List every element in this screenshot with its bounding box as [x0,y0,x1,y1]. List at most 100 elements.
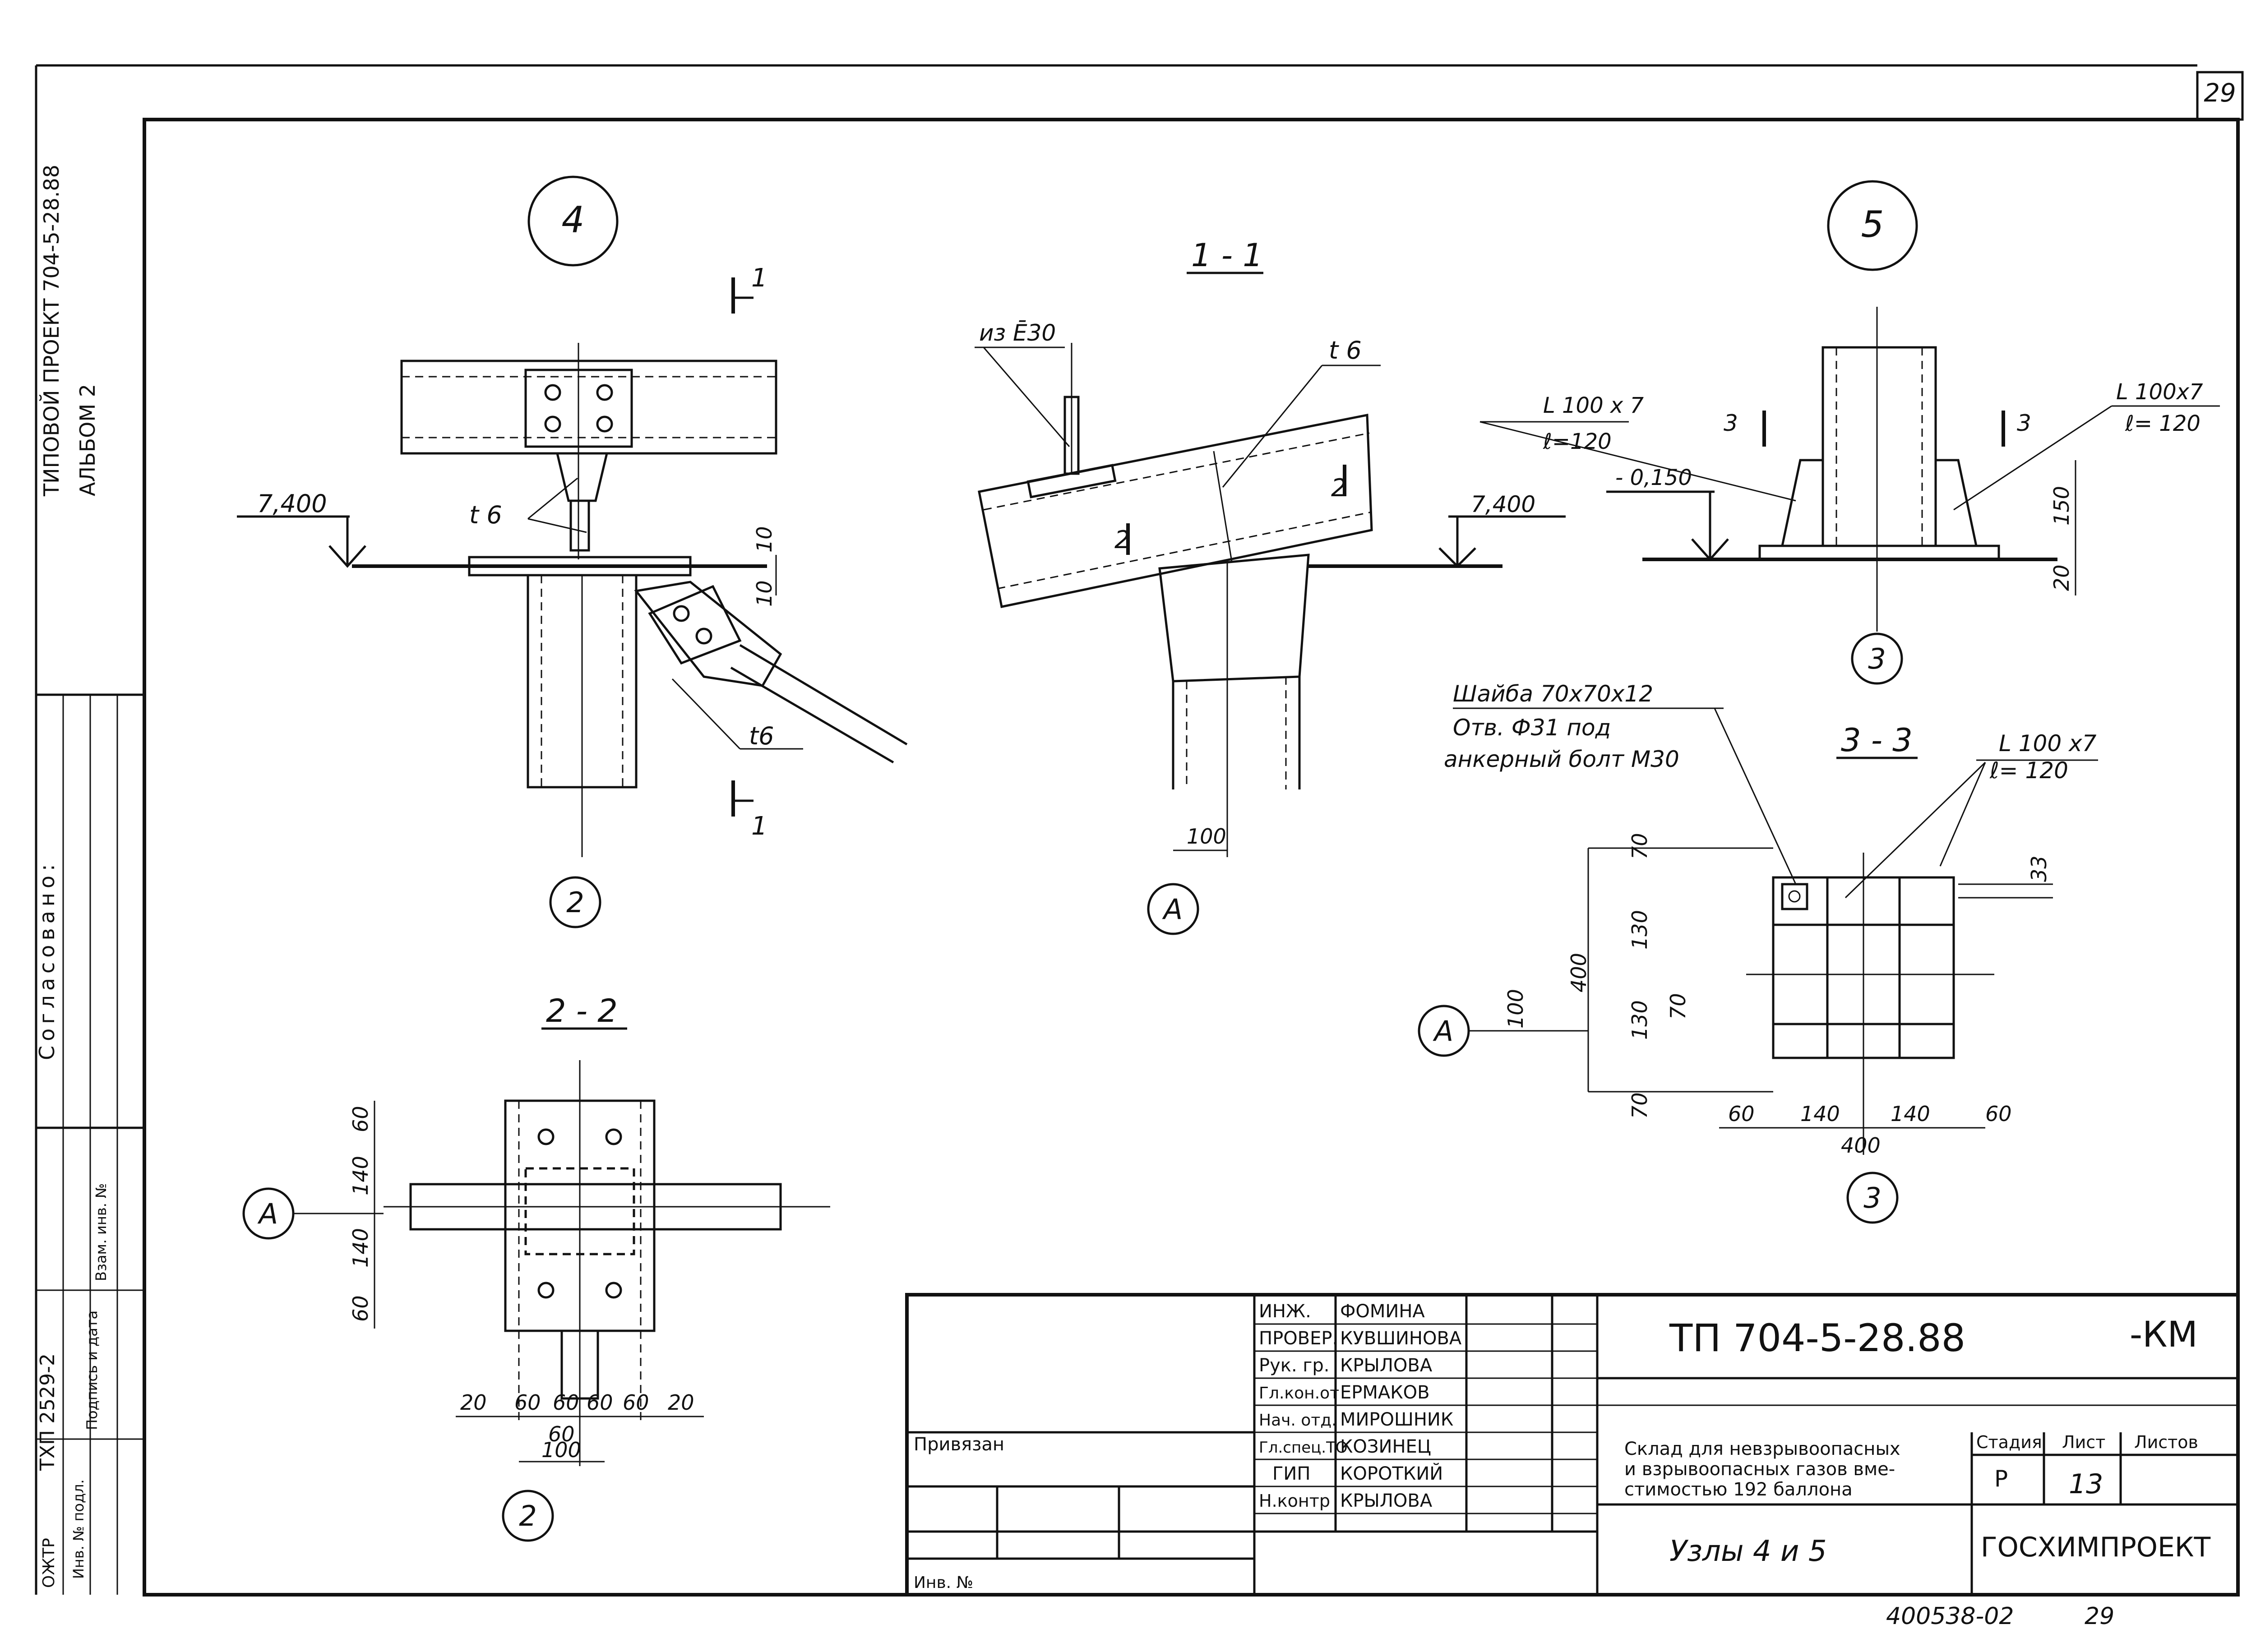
sec22-dim-v1: 60 [348,1106,373,1132]
node4-axis: 2 [566,886,584,919]
sec33-bolt: анкерный болт М30 [1444,746,1679,772]
sec22-dim-h5: 60 [623,1390,649,1415]
footer-ref: 400538-02 [1886,1603,2014,1630]
sheets-header: Листов [2134,1432,2198,1452]
sec22-title: 2 - 2 [546,992,618,1029]
role-3: Гл.кон.от [1259,1384,1339,1403]
node5-angle-left-len: ℓ=120 [1543,429,1612,454]
node4-elevation: 7,400 [257,489,327,518]
name-6: КОРОТКИЙ [1340,1463,1443,1484]
txp-label: ТХП 2529-2 [36,1353,59,1471]
stage-header: Стадия [1976,1432,2042,1452]
name-5: КОЗИНЕЦ [1340,1436,1431,1457]
role-4: Нач. отд. [1259,1411,1337,1430]
sec22-dim-v3: 140 [348,1228,373,1268]
role-7: Н.контр [1259,1491,1330,1511]
sheet-value: 13 [2069,1468,2103,1500]
desc-line-1: Склад для невзрывоопасных [1624,1439,1900,1459]
name-0: ФОМИНА [1340,1301,1425,1322]
sec33-dim-v1: 70 [1627,833,1652,859]
sec33-dim-h4: 60 [1985,1102,2012,1126]
sec22-dim-v4: 60 [348,1295,373,1322]
name-2: КРЫЛОВА [1340,1355,1433,1376]
node5-elevation: - 0,150 [1615,465,1692,490]
sec11-elevation: 7,400 [1471,491,1535,517]
sec22-axis-2: 2 [519,1500,536,1532]
sec33-dim-v4: 70 [1627,1092,1652,1119]
subject: Узлы 4 и 5 [1669,1535,1827,1568]
node-5-label: 5 [1861,203,1884,245]
sec33-hole: Отв. Ф31 под [1453,715,1611,741]
privyazan-label: Привязан [914,1434,1004,1455]
sec33-dim-400: 400 [1567,953,1591,992]
sec33-dim-70: 70 [1666,993,1690,1020]
sec11-title: 1 - 1 [1191,237,1263,274]
sheet-number: 29 [2204,78,2236,108]
role-1: ПРОВЕР. [1259,1328,1338,1349]
sec22-dim-h1: 20 [460,1390,487,1415]
sec33-angle-len: ℓ= 120 [1989,757,2068,784]
node5-cut-right: 3 [2017,410,2031,436]
sec11-dim: 100 [1187,824,1226,849]
node5-dim-150: 150 [2049,486,2074,526]
sec33-angle: L 100 x7 [1999,730,2097,757]
sec22-dim-v2: 140 [348,1156,373,1195]
dim-10a: 10 [752,526,777,553]
sec33-title: 3 - 3 [1841,722,1913,759]
sec22-dim-h6: 20 [668,1390,694,1415]
sec22-dim-h3: 60 [553,1390,579,1415]
organization: ГОСХИМПРОЕКТ [1981,1532,2211,1563]
node-5: 5 L 100 x 7 ℓ=120 L 100x7 ℓ= 120 3 3 - 0… [1479,180,2220,685]
sec33-axis-a: A [1433,1015,1453,1047]
node4-plate-thk: t 6 [469,501,502,529]
footer: 400538-02 29 [1886,1603,2114,1630]
sec33-dim-100: 100 [1503,989,1528,1029]
sec11-cut-left: 2 [1114,526,1130,554]
project-line: ТИПОВОЙ ПРОЕКТ 704-5-28.88 [39,165,64,497]
sec11-plate-thk: t 6 [1329,336,1362,365]
sec33-dim-h3: 140 [1891,1102,1930,1126]
node-4-label: 4 [562,199,585,241]
sec33-dim-400h: 400 [1841,1133,1881,1158]
sec33-dim-h1: 60 [1728,1102,1755,1126]
node5-dim-20: 20 [2049,564,2074,591]
stage-value: Р [1994,1466,2008,1492]
sec33-axis-3: 3 [1863,1181,1881,1214]
name-1: КУВШИНОВА [1340,1328,1462,1349]
sec33-dim-h2: 140 [1800,1102,1840,1126]
section-1-1: 1 - 1 из Ē30 t 6 2 2 7,4 [975,237,1566,935]
desc-line-2: и взрывоопасных газов вме- [1624,1459,1895,1480]
node5-cut-left: 3 [1724,410,1738,436]
sign-date-label: Подпись и дата [83,1311,101,1430]
sec22-axis-a: A [257,1197,278,1230]
sheet-header: Лист [2062,1432,2105,1452]
node5-axis: 3 [1868,642,1886,675]
side-stamp: ТИПОВОЙ ПРОЕКТ 704-5-28.88 АЛЬБОМ 2 Согл… [35,165,144,1595]
inv-no-bottom: Инв. № [914,1574,973,1592]
frame: 29 [35,64,2244,1597]
ok-label: ОЖТР [40,1538,58,1588]
role-2: Рук. гр. [1259,1355,1330,1376]
sec11-axis: A [1162,893,1183,926]
cut-mark-bottom: 1 [751,812,767,841]
node4-brace-thk: t6 [749,722,774,750]
agreed-label: Согласовано: [35,860,59,1060]
sec11-from-label: из Ē30 [979,320,1056,346]
sec22-dim-h2: 60 [514,1390,541,1415]
sec33-washer: Шайба 70x70x12 [1453,681,1653,707]
sec22-dim-100: 100 [541,1438,581,1462]
name-7: КРЫЛОВА [1340,1490,1433,1511]
desc-line-3: стимостью 192 баллона [1624,1479,1853,1500]
dim-10b: 10 [752,580,777,607]
cut-mark-top: 1 [751,263,767,293]
section-3-3: 3 - 3 Шайба 70x70x12 Отв. Ф31 под анкерн… [1418,681,2098,1224]
inv-no-label: Взам. инв. № [92,1183,110,1281]
sec22-dim-60: 60 [548,1422,575,1446]
role-0: ИНЖ. [1259,1301,1311,1322]
sec11-cut-right: 2 [1331,474,1346,502]
node5-angle-right: L 100x7 [2116,379,2203,405]
section-2-2: 2 - 2 60 140 140 60 20 60 60 60 60 20 60… [242,992,830,1542]
role-6: ГИП [1272,1463,1310,1484]
sec33-dim-v2: 130 [1627,910,1652,950]
footer-page: 29 [2085,1603,2114,1630]
